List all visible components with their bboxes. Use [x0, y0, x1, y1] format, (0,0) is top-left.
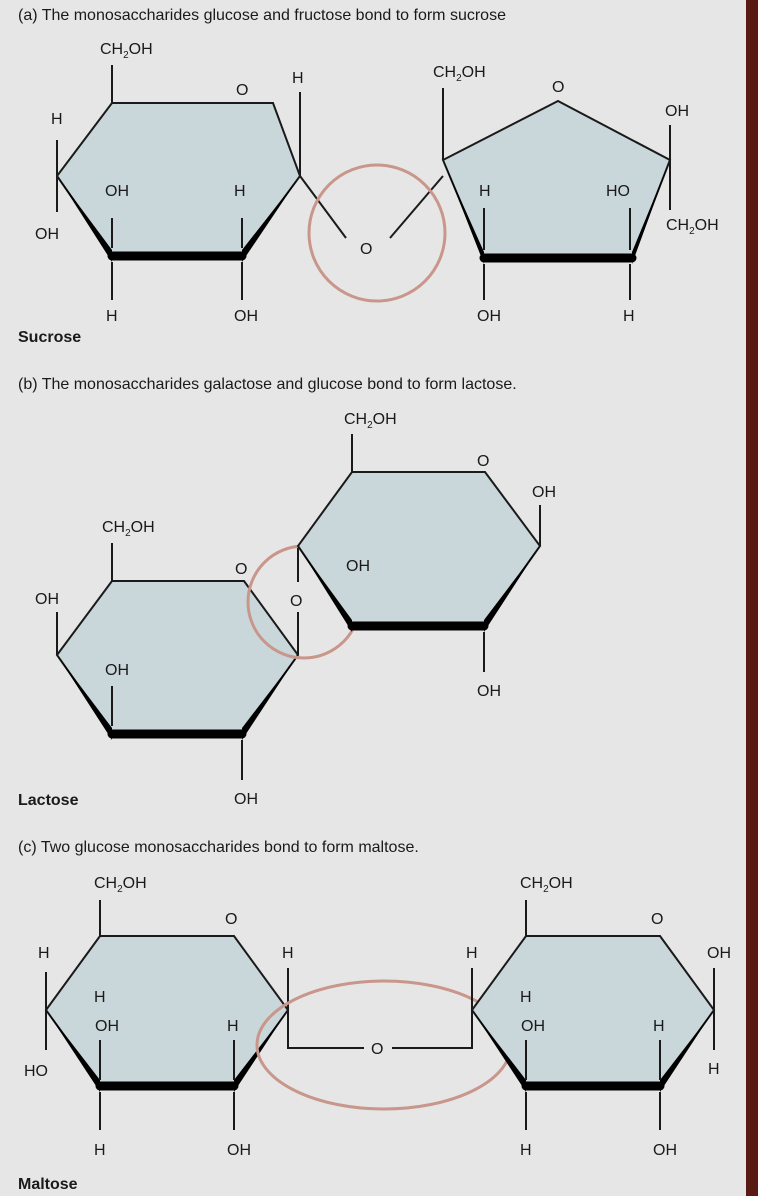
hydrogen-label: H — [520, 1142, 532, 1159]
panel-c-caption: (c) Two glucose monosaccharides bond to … — [18, 839, 419, 856]
hydrogen-label: H — [94, 989, 106, 1006]
hydrogen-label: H — [282, 945, 294, 962]
glucose-ring-c-right — [470, 900, 716, 1130]
hydroxyl-label: OH — [95, 1018, 119, 1035]
hydroxyl-label: OH — [653, 1142, 677, 1159]
hydroxyl-label: OH — [477, 308, 501, 325]
hydroxyl-label: OH — [35, 226, 59, 243]
hydroxyl-label: OH — [35, 591, 59, 608]
hydrogen-label: H — [466, 945, 478, 962]
glucose-ring-c-left — [44, 900, 290, 1130]
ch2oh-label: CH2OH — [102, 519, 155, 539]
ch2oh-label: CH2OH — [94, 875, 147, 895]
ch2oh-label: CH2OH — [344, 411, 397, 431]
hydrogen-label: H — [292, 70, 304, 87]
hydroxyl-label: HO — [24, 1063, 48, 1080]
galactose-ring-b — [296, 434, 542, 672]
panel-b-caption: (b) The monosaccharides galactose and gl… — [18, 376, 517, 393]
hydrogen-label: H — [94, 1142, 106, 1159]
hydroxyl-label: OH — [105, 183, 129, 200]
hydrogen-label: H — [234, 183, 246, 200]
hydroxyl-label: OH — [234, 791, 258, 808]
panel-a-sucrose: (a) The monosaccharides glucose and fruc… — [18, 7, 719, 346]
fructose-ring-a — [441, 88, 672, 300]
ring-oxygen-label: O — [651, 911, 663, 928]
glucose-ring-a — [55, 65, 302, 300]
hydrogen-label: H — [708, 1061, 720, 1078]
hydroxyl-label: OH — [227, 1142, 251, 1159]
maltose-name: Maltose — [18, 1176, 78, 1193]
right-border — [746, 0, 758, 1196]
hydroxyl-label: OH — [532, 484, 556, 501]
hydrogen-label: H — [479, 183, 491, 200]
ch2oh-label: CH2OH — [100, 41, 153, 61]
lactose-name: Lactose — [18, 792, 79, 809]
glycosidic-bond-highlight — [307, 163, 447, 303]
hydrogen-label: H — [520, 989, 532, 1006]
ch2oh-label: CH2OH — [520, 875, 573, 895]
hydrogen-label: H — [38, 945, 50, 962]
hydroxyl-label: HO — [606, 183, 630, 200]
hydroxyl-label: OH — [665, 103, 689, 120]
ring-oxygen-label: O — [235, 561, 247, 578]
panel-a-caption: (a) The monosaccharides glucose and fruc… — [18, 7, 506, 24]
ch2oh-label: CH2OH — [666, 217, 719, 237]
hydroxyl-label: OH — [105, 662, 129, 679]
hydroxyl-label: OH — [234, 308, 258, 325]
hydrogen-label: H — [106, 308, 118, 325]
ch2oh-label: CH2OH — [433, 64, 486, 84]
glucose-ring-b — [55, 543, 300, 780]
sucrose-name: Sucrose — [18, 329, 81, 346]
hydrogen-label: H — [227, 1018, 239, 1035]
ring-oxygen-label: O — [552, 79, 564, 96]
hydrogen-label: H — [623, 308, 635, 325]
panel-c-maltose: (c) Two glucose monosaccharides bond to … — [18, 839, 731, 1193]
hydroxyl-label: OH — [346, 558, 370, 575]
hydroxyl-label: OH — [521, 1018, 545, 1035]
ring-oxygen-label: O — [225, 911, 237, 928]
glycosidic-oxygen-label: O — [360, 241, 372, 258]
hydroxyl-label: OH — [477, 683, 501, 700]
ring-oxygen-label: O — [236, 82, 248, 99]
panel-b-lactose: (b) The monosaccharides galactose and gl… — [18, 376, 556, 809]
ring-oxygen-label: O — [477, 453, 489, 470]
glycosidic-oxygen-label: O — [371, 1041, 383, 1058]
glycosidic-oxygen-label: O — [290, 593, 302, 610]
hydrogen-label: H — [653, 1018, 665, 1035]
hydroxyl-label: OH — [707, 945, 731, 962]
hydrogen-label: H — [51, 111, 63, 128]
